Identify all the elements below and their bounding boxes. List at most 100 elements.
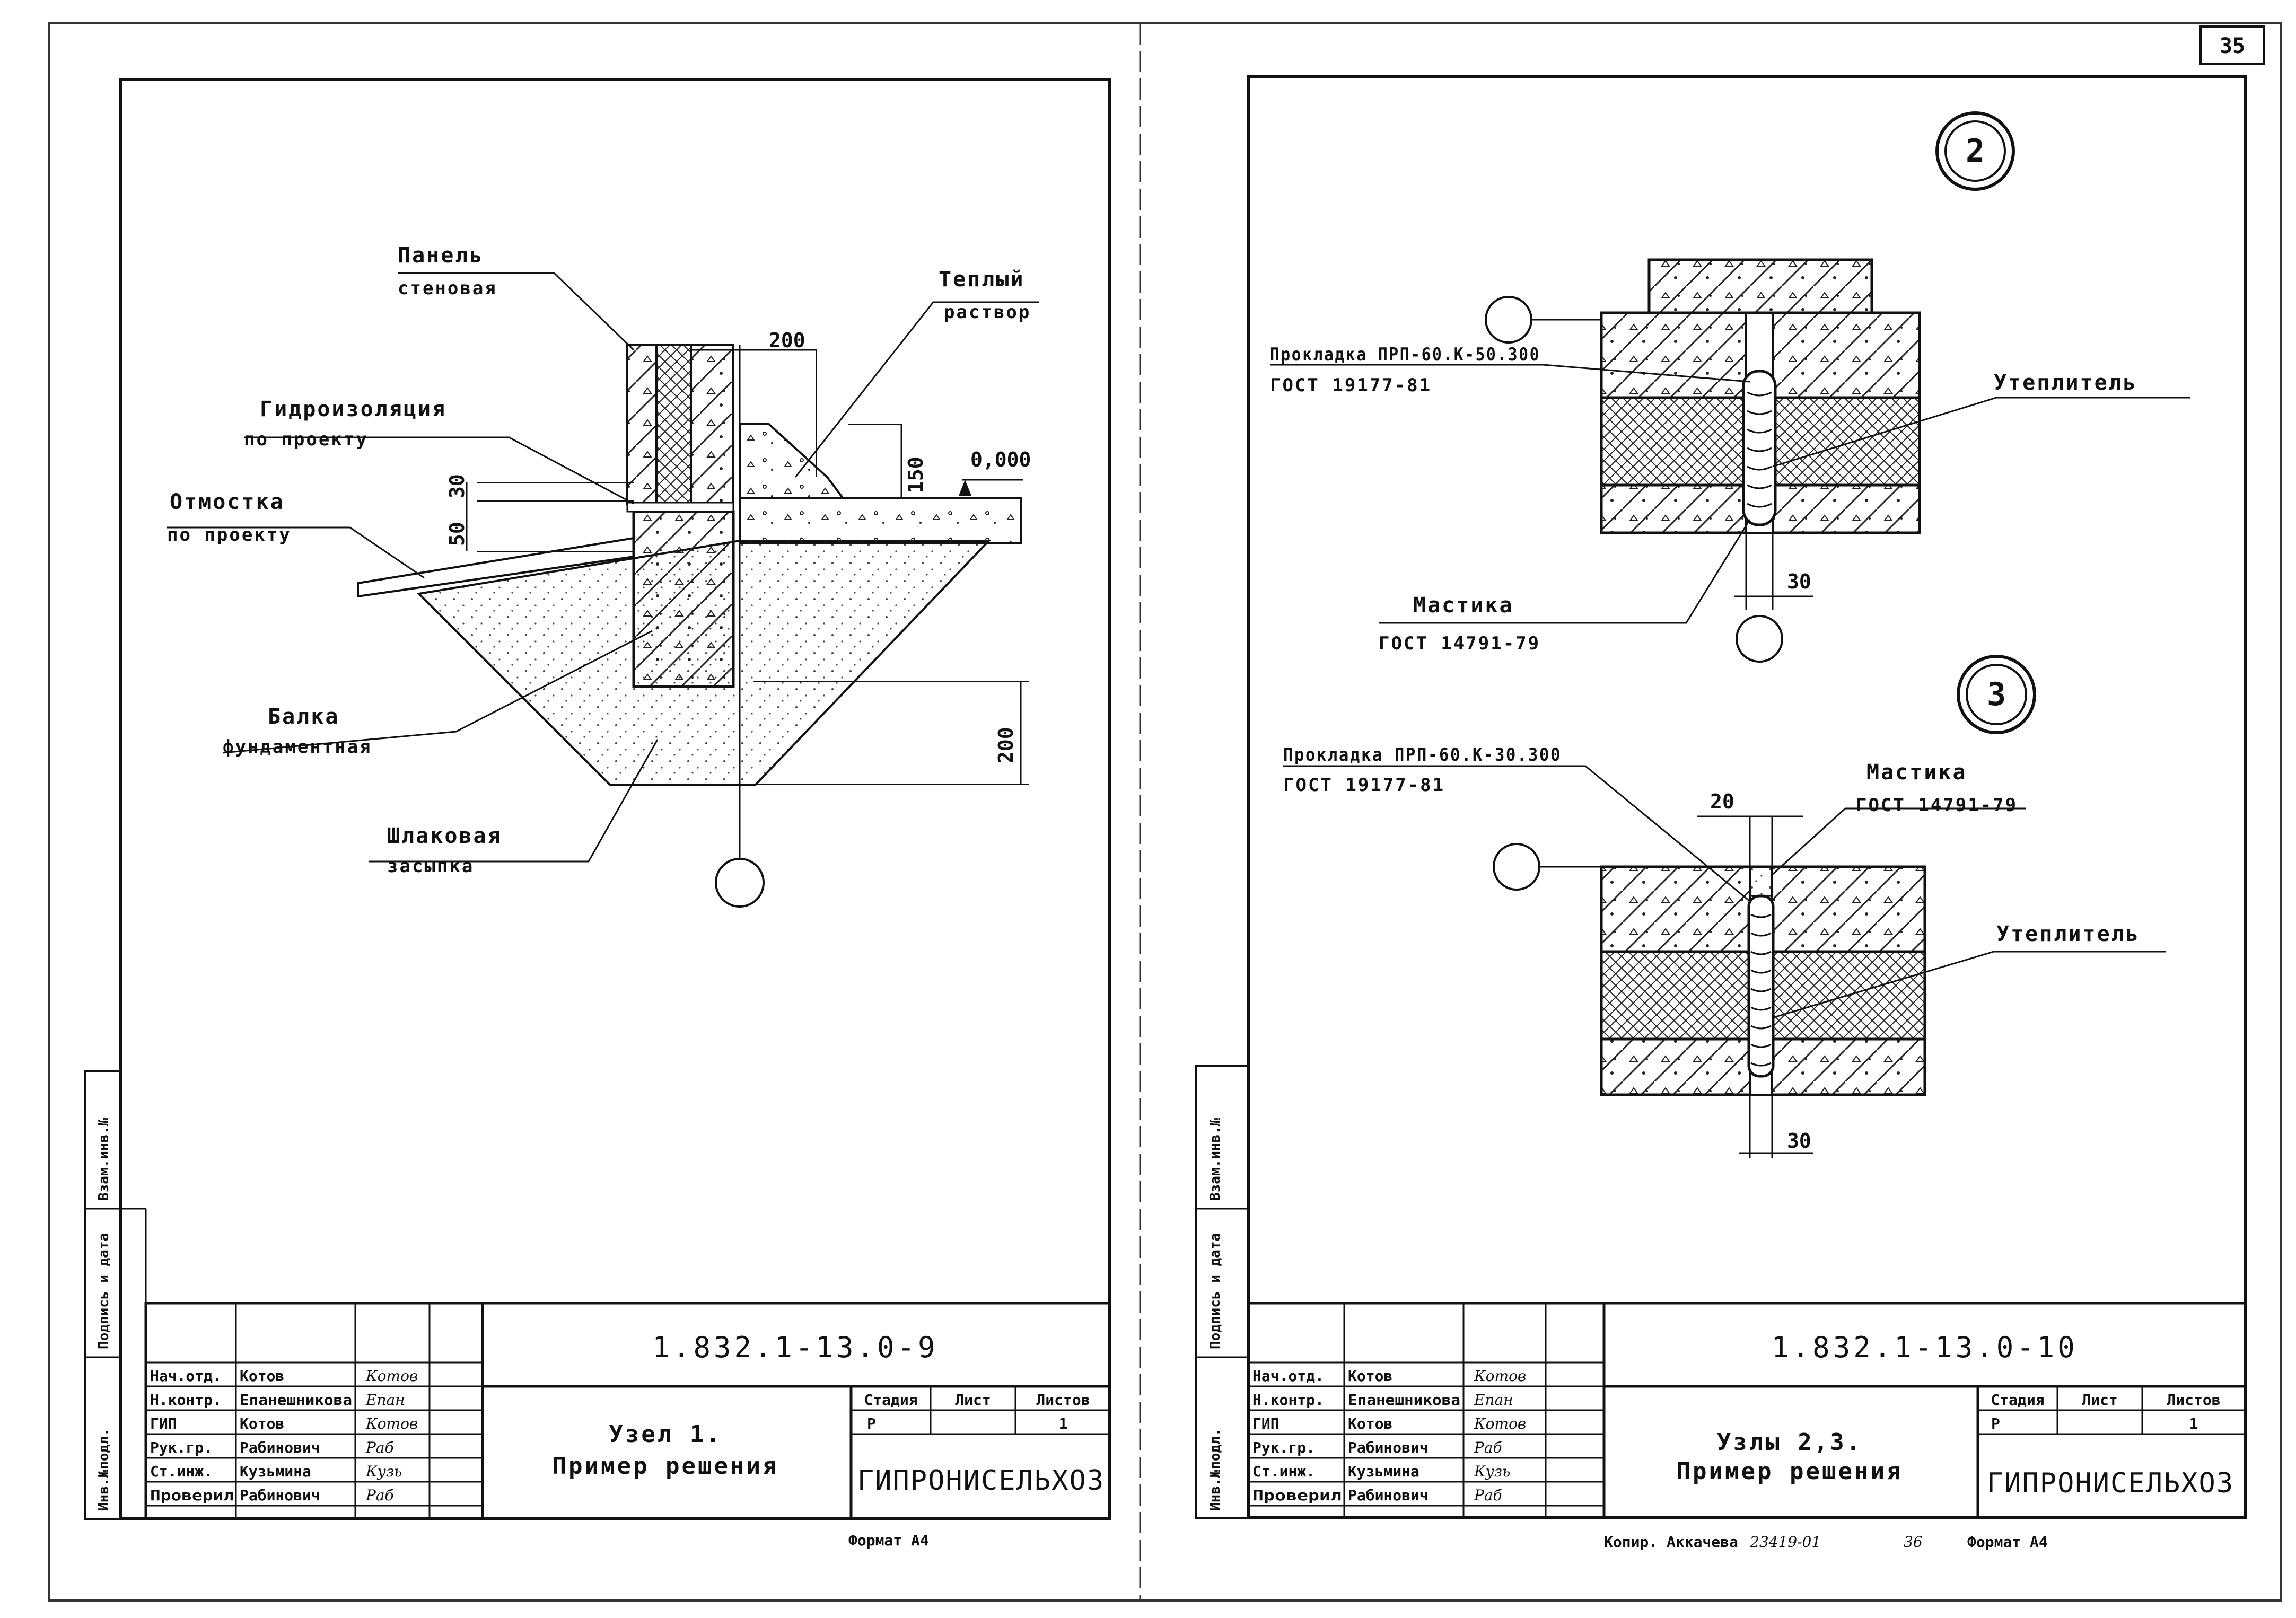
role-name: Котов: [1348, 1367, 1392, 1385]
left-doc-title-2: Пример решения: [553, 1453, 779, 1480]
right-stage-header: Стадия: [1991, 1391, 2044, 1409]
node3-mastic-label: Мастика: [1866, 760, 1967, 785]
hydro-layer: [626, 502, 734, 513]
node2-mastic-label: Мастика: [1413, 593, 1514, 618]
role-label: Рук.гр.: [1252, 1439, 1315, 1456]
node3-mastic-gost: ГОСТ 14791-79: [1856, 795, 2018, 816]
right-stage: Р: [1991, 1415, 2000, 1432]
role-name: Котов: [240, 1415, 284, 1432]
left-format: Формат А4: [848, 1532, 929, 1549]
label-otm-1: Отмостка: [170, 490, 285, 514]
node3-dim-20: 20: [1710, 790, 1734, 813]
left-stage: Р: [867, 1415, 876, 1432]
label-panel-1: Панель: [398, 243, 484, 268]
role-signature: Кузь: [365, 1463, 402, 1480]
right-sheet: Инв.№подл. Подпись и дата Взам.инв.№ 2 3…: [1195, 75, 2247, 1551]
label-warm-1: Теплый: [939, 267, 1025, 292]
left-stage-header: Стадия: [864, 1391, 917, 1409]
role-label: ГИП: [150, 1415, 177, 1432]
role-signature: Раб: [1474, 1439, 1503, 1456]
dim-200-side: 200: [994, 727, 1018, 763]
role-label: Рук.гр.: [150, 1439, 213, 1456]
left-roles: Нач.отд. Котов Котов Н.контр. Епанешнико…: [150, 1367, 418, 1504]
right-copy-label: Копир. Аккачева: [1604, 1533, 1738, 1551]
role-name: Епанешникова: [1348, 1391, 1460, 1409]
right-copy-page: 36: [1904, 1533, 1923, 1551]
right-side-stamp: [1195, 1065, 1250, 1519]
wall-panel-right: [690, 344, 734, 505]
node2-top-block: [1647, 258, 1873, 314]
label-slag-1: Шлаковая: [387, 824, 502, 848]
right-roles: Нач.отд. Котов Котов Н.контр. Епанешнико…: [1252, 1367, 1526, 1504]
label-beam-2: фундаментная: [223, 736, 372, 758]
role-signature: Епан: [365, 1391, 405, 1409]
left-doc-code: 1.832.1-13.0-9: [652, 1331, 938, 1364]
node3-dim-30: 30: [1787, 1129, 1811, 1153]
dim-200-top: 200: [769, 329, 805, 352]
role-signature: Котов: [1474, 1367, 1526, 1385]
right-org: ГИПРОНИСЕЛЬХОЗ: [1987, 1467, 2234, 1499]
node2-badge-inner: [1944, 120, 2006, 182]
node2-badge-outer: [1935, 111, 2015, 191]
left-stamp-vzam: Взам.инв.№: [96, 1118, 112, 1201]
right-stamp-inv: Инв.№подл.: [1207, 1428, 1223, 1511]
role-name: Епанешникова: [240, 1391, 352, 1409]
node3-gasket-label: Прокладка ПРП-60.К-30.300: [1283, 744, 1562, 766]
role-name: Кузьмина: [240, 1463, 311, 1480]
left-stamp-sign: Подпись и дата: [96, 1233, 112, 1349]
left-title-block: 1.832.1-13.0-9 Узел 1. Пример решения Ст…: [144, 1302, 1111, 1549]
node3-drawing: 3 20 30 Прокладка ПРП-60.К-30.300 ГОСТ 1…: [1283, 655, 2166, 1158]
label-beam-1: Балка: [268, 705, 339, 729]
node3-gasket: [1747, 894, 1775, 1078]
node2-marker-left: [1485, 296, 1532, 344]
dim-30: 30: [445, 474, 469, 498]
right-stamp-vzam: Взам.инв.№: [1207, 1118, 1223, 1201]
right-sheets: 1: [2189, 1415, 2198, 1432]
dim-150: 150: [904, 456, 927, 493]
role-signature: Епан: [1474, 1391, 1513, 1409]
node2-gasket-label: Прокладка ПРП-60.К-50.300: [1270, 344, 1540, 365]
left-sheet: Инв.№подл. Подпись и дата Взам.инв.№ 200…: [84, 78, 1111, 1549]
role-label: Нач.отд.: [1252, 1367, 1324, 1385]
node2-marker-bottom: [1736, 615, 1783, 663]
role-label: Ст.инж.: [150, 1463, 213, 1480]
right-sheets-header: Листов: [2167, 1391, 2220, 1409]
role-signature: Котов: [1474, 1415, 1526, 1432]
right-format: Формат А4: [1967, 1533, 2048, 1551]
role-label: Проверил: [1252, 1487, 1342, 1504]
left-side-stamp: [84, 1070, 122, 1520]
role-name: Рабинович: [240, 1487, 320, 1504]
node2-mastic-gost: ГОСТ 14791-79: [1379, 633, 1540, 654]
page-number-box: [2199, 25, 2265, 65]
left-org: ГИПРОНИСЕЛЬХОЗ: [857, 1465, 1105, 1497]
node3-badge-outer: [1957, 655, 2036, 734]
node3-marker-left: [1493, 843, 1540, 891]
role-name: Котов: [240, 1367, 284, 1385]
node1-marker: [715, 858, 765, 908]
role-label: Ст.инж.: [1252, 1463, 1315, 1480]
node2-drawing: 2 30 Прокладка ПРП-60.К-50.300 ГОСТ 1917…: [1270, 111, 2190, 663]
node3-gasket-gost: ГОСТ 19177-81: [1283, 775, 1445, 796]
node2-number: 2: [1966, 133, 1985, 170]
node3-badge-inner: [1966, 664, 2027, 725]
level-mark: 0,000: [970, 448, 1031, 471]
role-signature: Котов: [365, 1415, 418, 1432]
label-slag-2: засыпка: [387, 856, 474, 877]
node2-gasket-gost: ГОСТ 19177-81: [1270, 375, 1432, 396]
label-hydro-2: по проекту: [244, 429, 369, 450]
right-sheet-header: Лист: [2082, 1391, 2117, 1409]
role-signature: Кузь: [1474, 1463, 1510, 1480]
label-panel-2: стеновая: [398, 278, 497, 299]
outer-border: [48, 22, 2282, 1602]
role-signature: Раб: [1474, 1487, 1503, 1504]
label-hydro-1: Гидроизоляция: [260, 397, 446, 421]
left-sheet-header: Лист: [955, 1391, 991, 1409]
role-signature: Раб: [365, 1487, 395, 1504]
foundation-beam: [632, 510, 735, 688]
role-name: Рабинович: [1348, 1439, 1429, 1456]
left-doc-title-1: Узел 1.: [609, 1421, 722, 1448]
node3-number: 3: [1987, 676, 2006, 713]
role-label: Н.контр.: [1252, 1391, 1324, 1409]
left-stamp-inv: Инв.№подл.: [96, 1428, 112, 1511]
